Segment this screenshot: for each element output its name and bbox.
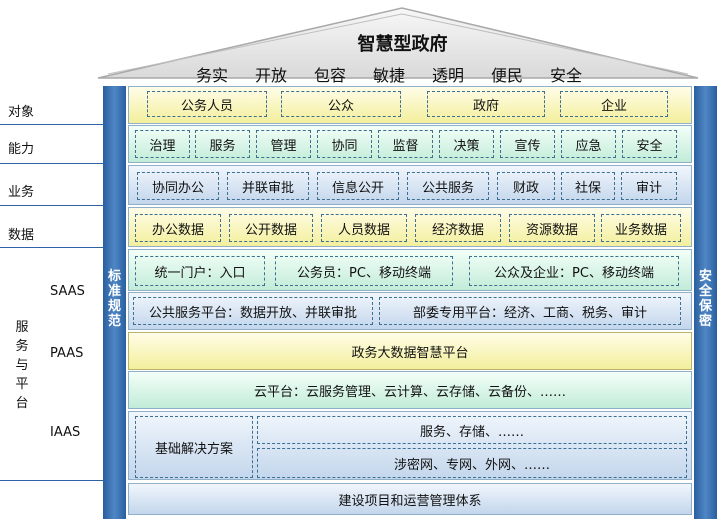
row-saas-platforms: 公共服务平台：数据开放、并联审批 部委专用平台：经济、工商、税务、审计 xyxy=(128,292,692,330)
row-iaas: 基础解决方案 服务、存储、…… 涉密网、专网、外网、…… xyxy=(128,411,692,480)
separator-line xyxy=(0,124,103,125)
cell-business: 社保 xyxy=(561,172,615,200)
label-service-platform: 服务与平台 xyxy=(15,320,29,411)
label-capability: 能力 xyxy=(8,142,35,157)
cell-data: 办公数据 xyxy=(135,214,221,242)
roof-inner-line xyxy=(107,13,689,75)
roof-value: 便民 xyxy=(491,66,524,85)
roof-value: 务实 xyxy=(196,66,229,85)
cell-business: 公共服务 xyxy=(407,172,489,200)
cell-capability: 管理 xyxy=(256,130,311,158)
roof-value: 敏捷 xyxy=(373,66,406,85)
cell-capability: 服务 xyxy=(195,130,250,158)
roof-value: 安全 xyxy=(550,66,583,85)
cell-target: 政府 xyxy=(427,91,545,117)
roof-value: 包容 xyxy=(314,66,347,85)
row-target: 公务人员 公众 政府 企业 xyxy=(128,86,692,124)
label-paas: PAAS xyxy=(50,346,84,361)
cell-target: 公务人员 xyxy=(147,91,267,117)
iaas-networks: 涉密网、专网、外网、…… xyxy=(257,448,687,478)
roof xyxy=(97,7,699,79)
row-capability: 治理 服务 管理 协同 监督 决策 宣传 应急 安全 xyxy=(128,125,692,163)
cell-business: 审计 xyxy=(621,172,677,200)
cell-capability: 监督 xyxy=(378,130,433,158)
separator-line xyxy=(0,480,103,481)
cell-target: 公众 xyxy=(281,91,401,117)
iaas-services: 服务、存储、…… xyxy=(257,416,687,444)
cell-data: 业务数据 xyxy=(601,214,681,242)
roof-values: 务实 开放 包容 敏捷 透明 便民 安全 xyxy=(180,60,610,85)
cell-capability: 宣传 xyxy=(500,130,555,158)
pillar-left-label: 标准规范 xyxy=(107,269,121,329)
roof-title: 智慧型政府 xyxy=(357,34,448,55)
pillar-left: 标准规范 xyxy=(103,86,126,519)
cell-data: 经济数据 xyxy=(415,214,501,242)
cell-saas-platform: 部委专用平台：经济、工商、税务、审计 xyxy=(379,297,681,325)
iaas-solution: 基础解决方案 xyxy=(135,416,253,478)
cell-business: 并联审批 xyxy=(227,172,309,200)
cell-data: 资源数据 xyxy=(509,214,595,242)
cell-capability: 治理 xyxy=(135,130,190,158)
cell-business: 信息公开 xyxy=(317,172,399,200)
cell-target: 企业 xyxy=(560,91,668,117)
roof-value: 开放 xyxy=(255,66,288,85)
separator-line xyxy=(0,163,103,164)
row-data: 办公数据 公开数据 人员数据 经济数据 资源数据 业务数据 xyxy=(128,207,692,247)
cell-business: 财政 xyxy=(497,172,555,200)
cell-data: 公开数据 xyxy=(229,214,313,242)
label-business: 业务 xyxy=(8,185,35,200)
cell-saas-portal: 公众及企业：PC、移动终端 xyxy=(469,256,679,286)
roof-shape xyxy=(97,7,699,79)
cell-capability: 决策 xyxy=(439,130,494,158)
row-cloud: 云平台：云服务管理、云计算、云存储、云备份、…… xyxy=(128,371,692,409)
label-iaas: IAAS xyxy=(50,425,81,440)
row-foundation: 建设项目和运营管理体系 xyxy=(128,483,692,515)
cell-saas-portal: 公务员：PC、移动终端 xyxy=(275,256,453,286)
cell-capability: 应急 xyxy=(561,130,616,158)
label-saas: SAAS xyxy=(50,284,85,299)
separator-line xyxy=(0,205,103,206)
label-data: 数据 xyxy=(8,228,35,243)
foundation-system: 建设项目和运营管理体系 xyxy=(338,493,482,509)
cell-capability: 安全 xyxy=(622,130,677,158)
separator-line xyxy=(0,247,103,248)
row-paas: 政务大数据智慧平台 xyxy=(128,332,692,370)
cell-data: 人员数据 xyxy=(321,214,407,242)
row-saas-portal: 统一门户：入口 公务员：PC、移动终端 公众及企业：PC、移动终端 xyxy=(128,249,692,291)
cell-saas-platform: 公共服务平台：数据开放、并联审批 xyxy=(133,297,373,325)
cell-capability: 协同 xyxy=(317,130,372,158)
roof-value: 透明 xyxy=(432,66,465,85)
paas-platform: 政务大数据智慧平台 xyxy=(351,345,469,361)
cell-business: 协同办公 xyxy=(137,172,219,200)
cell-saas-portal: 统一门户：入口 xyxy=(135,256,265,286)
cloud-platform: 云平台：云服务管理、云计算、云存储、云备份、…… xyxy=(253,384,566,400)
row-business: 协同办公 并联审批 信息公开 公共服务 财政 社保 审计 xyxy=(128,165,692,205)
label-target: 对象 xyxy=(8,105,35,120)
pillar-right: 安全保密 xyxy=(694,86,717,519)
pillar-right-label: 安全保密 xyxy=(698,269,712,329)
